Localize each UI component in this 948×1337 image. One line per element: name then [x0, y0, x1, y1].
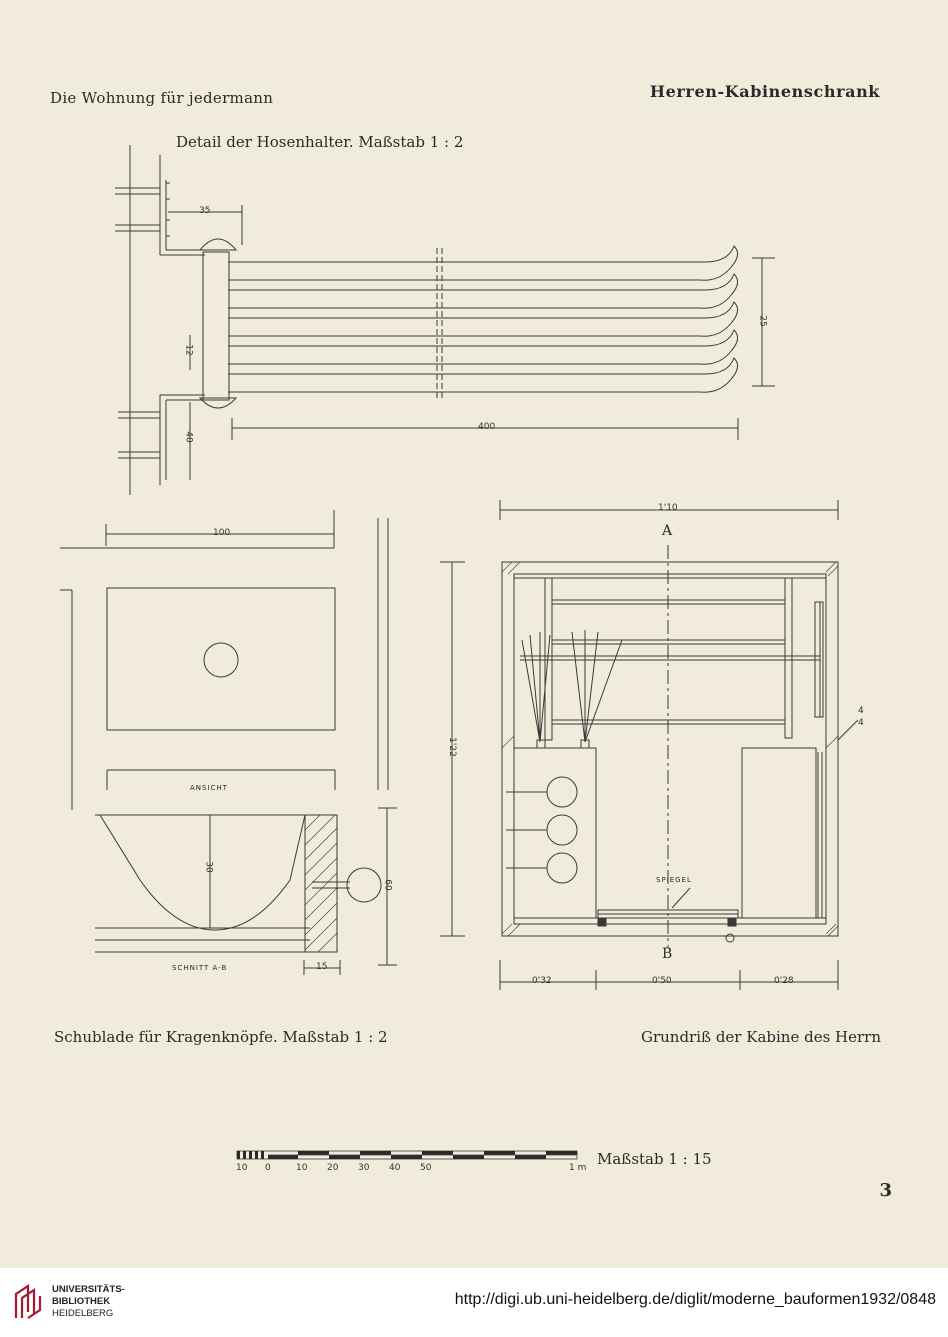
screw-4: [118, 451, 160, 459]
library-footer: UNIVERSITÄTS- BIBLIOTHEK HEIDELBERG http…: [0, 1268, 948, 1337]
scale-tick-20: 20: [327, 1163, 339, 1173]
scale-bar-drawing: [236, 1150, 578, 1160]
screw-2: [115, 219, 170, 237]
dim-hosen-400: 400: [478, 422, 496, 432]
dim-grund-4a: 4: [858, 706, 864, 716]
header-left-title: Die Wohnung für jedermann: [50, 89, 274, 107]
caption-grundriss: Grundriß der Kabine des Herrn: [640, 1028, 881, 1046]
header-right-title: Herren-Kabinenschrank: [649, 82, 880, 101]
screw-3: [118, 411, 160, 419]
page-number: 3: [879, 1180, 892, 1201]
label-section-a: A: [662, 523, 673, 539]
source-url-link[interactable]: http://digi.ub.uni-heidelberg.de/diglit/…: [454, 1291, 936, 1308]
caption-schublade: Schublade für Kragenknöpfe. Maßstab 1 : …: [54, 1028, 388, 1046]
dim-grund-110: 1'10: [658, 503, 678, 513]
dim-schub-30: 30: [203, 861, 214, 873]
scale-tick-40: 40: [389, 1163, 401, 1173]
scale-tick-0: 0: [265, 1163, 271, 1173]
dim-hosen-35: 35: [199, 206, 211, 216]
dim-grund-032: 0'32: [532, 976, 552, 986]
library-line-1: UNIVERSITÄTS-: [52, 1284, 125, 1295]
scale-tick-neg10: 10: [236, 1163, 248, 1173]
scale-caption: Maßstab 1 : 15: [597, 1150, 712, 1168]
label-spiegel: SPIEGEL: [656, 876, 692, 884]
dim-schub-60: 60: [382, 879, 393, 891]
scale-tick-1m: 1 m: [569, 1163, 587, 1173]
label-ansicht: ANSICHT: [190, 784, 228, 792]
screw-1: [115, 182, 170, 200]
dim-schub-15: 15: [316, 962, 328, 972]
dim-grund-050: 0'50: [652, 976, 672, 986]
scale-tick-50: 50: [420, 1163, 432, 1173]
dim-hosen-12: 12: [183, 344, 194, 356]
library-line-3: HEIDELBERG: [52, 1308, 114, 1319]
library-name: UNIVERSITÄTS- BIBLIOTHEK HEIDELBERG: [52, 1284, 125, 1320]
dim-hosen-40: 40: [183, 431, 194, 443]
dim-grund-028: 0'28: [774, 976, 794, 986]
dim-grund-122: 1'22: [446, 737, 457, 757]
library-logo-icon: [14, 1283, 42, 1319]
schublade-drawing: [60, 510, 397, 975]
technical-drawings: [60, 145, 859, 1160]
document-page: Die Wohnung für jedermann Herren-Kabinen…: [50, 82, 892, 1201]
grundriss-drawing: [440, 500, 859, 990]
dim-schub-100: 100: [213, 528, 231, 538]
dim-grund-4b: 4: [858, 718, 864, 728]
label-section-b: B: [662, 946, 673, 962]
trouser-rods: [228, 245, 738, 400]
hosenhalter-drawing: [115, 145, 775, 495]
caption-hosenhalter: Detail der Hosenhalter. Maßstab 1 : 2: [176, 133, 464, 151]
library-line-2: BIBLIOTHEK: [52, 1296, 111, 1307]
dim-hosen-25: 25: [757, 315, 768, 327]
scale-tick-30: 30: [358, 1163, 370, 1173]
label-schnitt: SCHNITT A-B: [172, 964, 228, 972]
scale-tick-10: 10: [296, 1163, 308, 1173]
